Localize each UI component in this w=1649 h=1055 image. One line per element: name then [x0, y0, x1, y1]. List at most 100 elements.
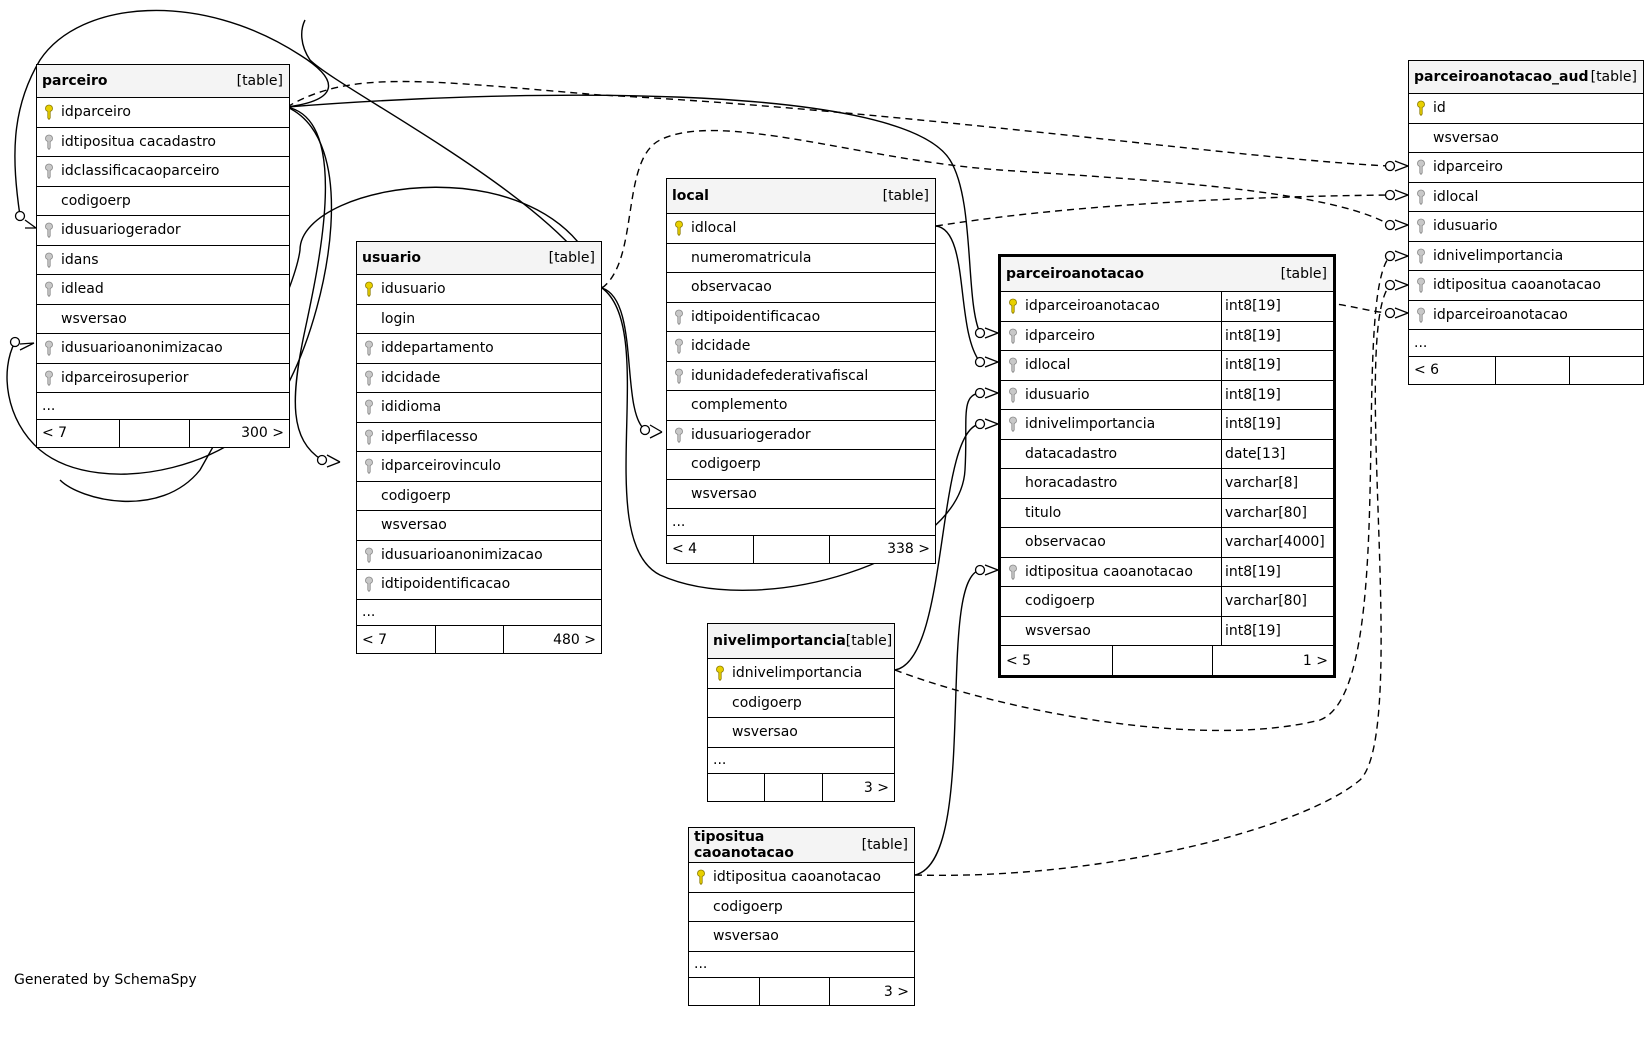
column-row[interactable]: idans	[37, 246, 289, 275]
column-row[interactable]: observacao	[667, 273, 935, 303]
parents-count[interactable]	[708, 774, 766, 801]
column-row[interactable]: wsversao	[37, 305, 289, 334]
column-row[interactable]: idparceiroanotacao	[1409, 301, 1643, 330]
column-row[interactable]: numeromatricula	[667, 244, 935, 273]
parents-count[interactable]	[689, 978, 761, 1005]
column-row[interactable]: idparceiro	[37, 98, 289, 128]
more-columns-indicator[interactable]: ...	[689, 952, 914, 978]
table-nivelimportancia[interactable]: nivelimportancia[table]idnivelimportanci…	[707, 623, 895, 802]
table-header[interactable]: parceiro[table]	[37, 65, 289, 98]
column-row[interactable]: ididioma	[357, 393, 601, 423]
column-row[interactable]: idusuarioanonimizacao	[357, 541, 601, 570]
children-count[interactable]: 480 >	[553, 631, 596, 648]
column-row[interactable]: wsversao	[708, 718, 894, 748]
column-row[interactable]: idperfilacesso	[357, 423, 601, 452]
column-name: codigoerp	[713, 898, 783, 915]
column-row[interactable]: codigoerp	[708, 689, 894, 718]
footer-spacer	[1496, 356, 1570, 384]
table-header[interactable]: local[table]	[667, 179, 935, 214]
more-columns-indicator[interactable]: ...	[667, 509, 935, 536]
table-header[interactable]: parceiroanotacao[table]	[1001, 257, 1333, 292]
column-row[interactable]: idclassificacaoparceiro	[37, 157, 289, 187]
column-row[interactable]: iddepartamento	[357, 334, 601, 364]
children-count[interactable]: 1 >	[1302, 652, 1328, 669]
column-row[interactable]: idtipositua cacadastro	[37, 128, 289, 157]
column-row[interactable]: wsversao	[667, 480, 935, 509]
parents-count[interactable]: < 5	[1001, 646, 1113, 675]
column-row[interactable]: wsversao	[689, 922, 914, 952]
column-row[interactable]: idcidade	[667, 332, 935, 362]
more-columns-indicator[interactable]: ...	[1409, 330, 1643, 357]
column-row[interactable]: idlocal	[1409, 183, 1643, 212]
table-type-label: [table]	[236, 73, 283, 89]
children-count[interactable]: 3 >	[863, 779, 889, 796]
column-row[interactable]: idusuarioanonimizacao	[37, 334, 289, 364]
column-row[interactable]: idusuariogerador	[667, 421, 935, 450]
foreign-key-icon	[357, 370, 381, 386]
column-row[interactable]: idcidade	[357, 364, 601, 393]
column-row[interactable]: idunidadefederativafiscal	[667, 362, 935, 391]
column-row[interactable]: idlocal	[667, 214, 935, 244]
column-row[interactable]: idparceirosuperior	[37, 364, 289, 393]
foreign-key-icon	[1001, 357, 1025, 374]
column-row[interactable]: idparceirovinculo	[357, 452, 601, 482]
table-header[interactable]: tipositua caoanotacao[table]	[689, 828, 914, 863]
column-row[interactable]: codigoerp	[357, 482, 601, 511]
parents-count[interactable]: < 6	[1409, 356, 1497, 384]
footer-spacer	[754, 535, 830, 563]
more-columns-indicator[interactable]: ...	[708, 748, 894, 774]
table-header[interactable]: parceiroanotacao_aud[table]	[1409, 61, 1643, 94]
column-row[interactable]: idtipositua caoanotacao	[1409, 271, 1643, 301]
column-row[interactable]: codigoerp	[37, 187, 289, 216]
edge-usuario-aud	[601, 129, 1391, 289]
column-row[interactable]: codigoerp	[689, 893, 914, 922]
more-columns-indicator[interactable]: ...	[37, 393, 289, 420]
column-type: varchar[80]	[1221, 498, 1333, 527]
column-row[interactable]: idnivelimportancia	[708, 659, 894, 689]
column-row[interactable]: idusuariogerador	[37, 216, 289, 246]
children-count[interactable]: 338 >	[887, 541, 930, 557]
column-row[interactable]: codigoerp	[667, 450, 935, 480]
children-count[interactable]	[1570, 357, 1643, 384]
column-row[interactable]: idtipoidentificacao	[357, 570, 601, 600]
column-row[interactable]: idparceiro	[1409, 153, 1643, 183]
children-count[interactable]: 3 >	[883, 983, 909, 1000]
column-row[interactable]: wsversao	[1409, 124, 1643, 153]
column-row[interactable]: wsversao	[357, 511, 601, 541]
parents-count[interactable]: < 7	[37, 419, 121, 447]
table-tipositua-caoanotacao[interactable]: tipositua caoanotacao[table]idtipositua …	[688, 827, 915, 1006]
parents-count[interactable]: < 7	[357, 626, 437, 653]
column-row[interactable]: idusuario	[1409, 212, 1643, 242]
more-columns-indicator[interactable]: ...	[357, 600, 601, 626]
column-row[interactable]: idtipoidentificacao	[667, 303, 935, 332]
column-row[interactable]: idusuario	[357, 275, 601, 305]
table-parceiroanotacao[interactable]: parceiroanotacao[table]idparceiroanotaca…	[998, 254, 1336, 678]
table-header[interactable]: nivelimportancia[table]	[708, 624, 894, 659]
primary-key-icon	[708, 665, 732, 682]
column-row[interactable]: login	[357, 305, 601, 334]
children-count[interactable]: 300 >	[241, 425, 284, 441]
parents-count[interactable]: < 4	[667, 535, 755, 563]
table-header[interactable]: usuario[table]	[357, 242, 601, 275]
column-row[interactable]: idlead	[37, 275, 289, 305]
column-row[interactable]: complemento	[667, 391, 935, 421]
column-row[interactable]: idnivelimportancia	[1409, 242, 1643, 271]
column-row[interactable]: idtipositua caoanotacao	[689, 863, 914, 893]
column-row[interactable]: id	[1409, 94, 1643, 124]
